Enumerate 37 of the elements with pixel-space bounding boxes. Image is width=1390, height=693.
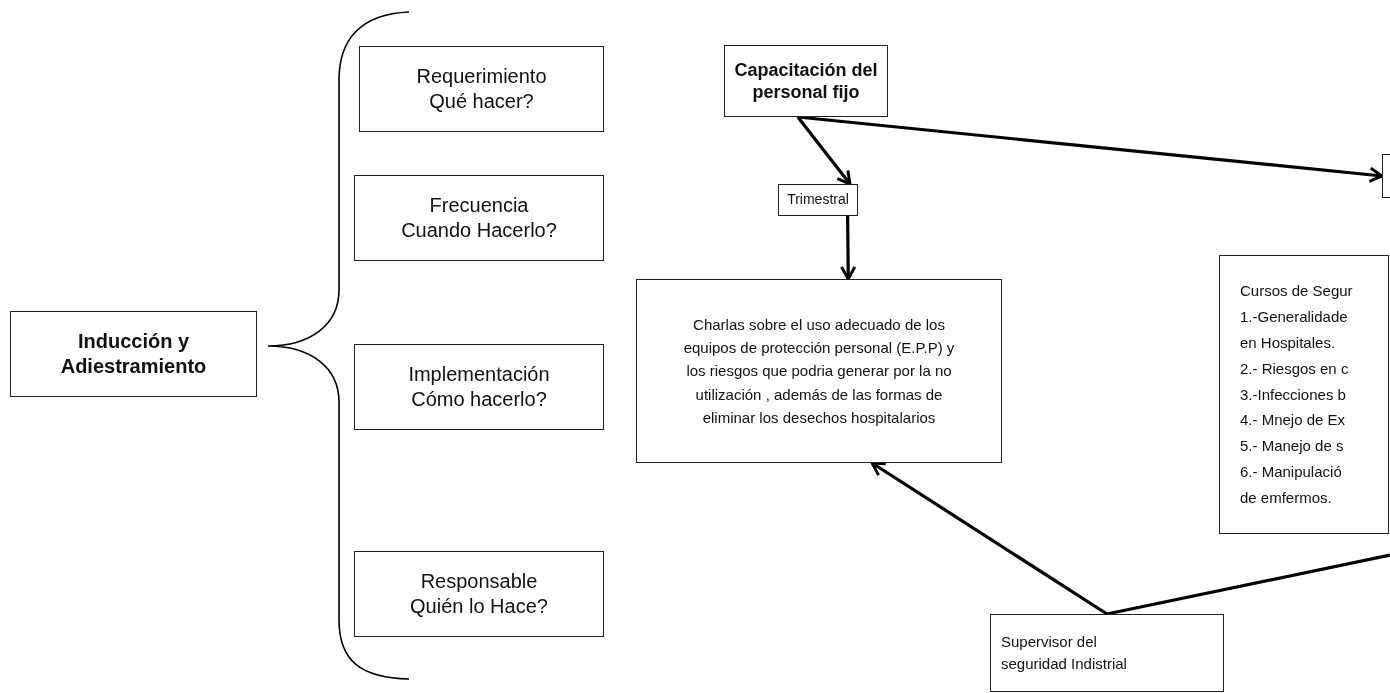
node-text: Cuando Hacerlo? <box>401 218 557 243</box>
process-box <box>724 45 888 117</box>
process-box <box>778 184 858 216</box>
node-text: de emfermos. <box>1240 487 1332 508</box>
node-text: Requerimiento <box>416 64 547 89</box>
node-text: Trimestral <box>787 191 849 209</box>
node-text: Implementación <box>408 362 550 387</box>
node-text: 2.- Riesgos en c <box>1240 358 1349 379</box>
aspect-box <box>354 175 604 261</box>
process-box <box>990 614 1224 692</box>
node-text: 1.-Generalidade <box>1240 307 1348 328</box>
arrow <box>796 116 852 186</box>
aspect-box <box>359 46 604 132</box>
process-box <box>636 279 1002 463</box>
process-box <box>1219 255 1389 534</box>
node-text: en Hospitales. <box>1240 333 1336 353</box>
connector-line <box>1106 553 1390 616</box>
node-text: Inducción y Adiestramiento <box>59 329 208 379</box>
topic-box <box>10 311 257 397</box>
arrow <box>870 461 1108 616</box>
aspect-box <box>354 344 604 430</box>
node-text: 4.- Mnejo de Ex <box>1240 410 1346 431</box>
node-text: Qué hacer? <box>429 89 534 114</box>
node-text: Responsable <box>420 569 538 594</box>
node-text: 6.- Manipulació <box>1240 462 1342 482</box>
node-text: Capacitación del personal fijo <box>733 58 879 104</box>
arrow <box>797 115 1384 183</box>
aspect-box <box>354 551 604 637</box>
node-text: Frecuencia <box>429 193 529 218</box>
arrow <box>840 216 857 281</box>
node-text: Supervisor del seguridad Indistrial <box>1001 631 1128 674</box>
node-text: Cómo hacerlo? <box>411 387 547 412</box>
node-text: 3.-Infecciones b <box>1240 384 1346 405</box>
node-text: Cursos de Segur <box>1240 281 1353 302</box>
node-text: 5.- Manejo de s <box>1240 436 1344 457</box>
node-text: Quién lo Hace? <box>410 594 548 619</box>
node-text: Charlas sobre el uso adecuado de los equipos de protección personal (E.P.P) y los riesgos que podria generar por la no utilización , además de las formas de eliminar los desechos hospitalarios <box>682 314 956 428</box>
